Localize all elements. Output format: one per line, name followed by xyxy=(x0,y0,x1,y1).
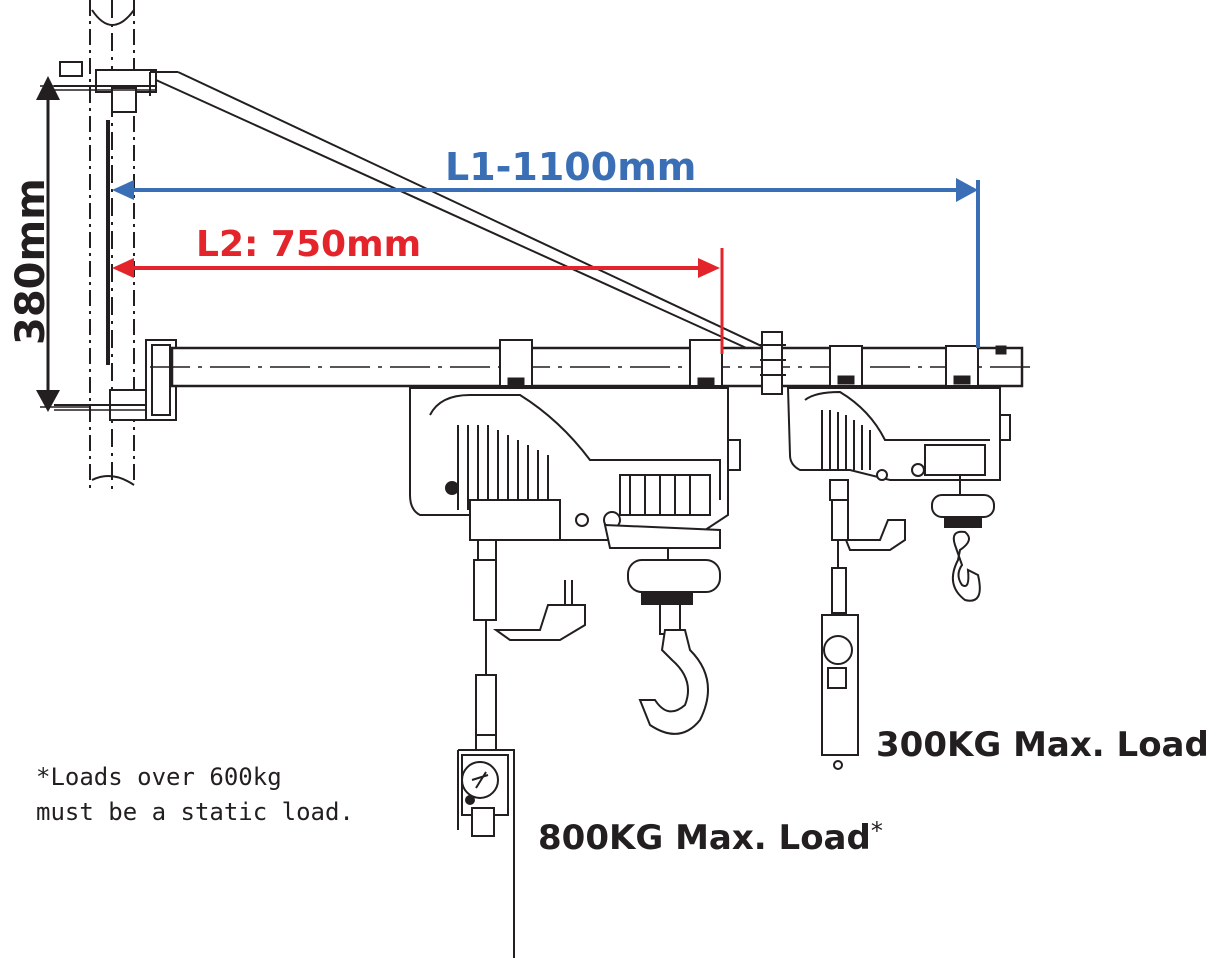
height-dimension-label: 380mm xyxy=(8,178,54,345)
l1-dimension-label: L1-1100mm xyxy=(445,145,696,189)
load-asterisk: * xyxy=(871,817,883,845)
l2-dimension-label: L2: 750mm xyxy=(196,224,421,265)
dimension-l1 xyxy=(112,178,980,348)
boom-arm-icon xyxy=(150,331,1030,395)
hoist-large-icon xyxy=(409,387,741,635)
large-hoist-load-label: 800KG Max. Load* xyxy=(538,817,883,858)
mounting-pole-icon xyxy=(54,0,177,495)
small-hoist-load-label: 300KG Max. Load xyxy=(876,725,1209,765)
pendant-control-icon xyxy=(457,539,586,958)
dimension-380mm xyxy=(36,76,90,412)
hook-icon xyxy=(638,629,709,735)
hoist-small-icon xyxy=(786,387,1011,770)
static-load-note-line1: *Loads over 600kg xyxy=(36,763,282,791)
diagonal-brace xyxy=(149,71,771,357)
dimension-l2 xyxy=(112,248,724,354)
large-hoist-load-text: 800KG Max. Load xyxy=(538,818,871,858)
static-load-note-line2: must be a static load. xyxy=(36,798,354,826)
